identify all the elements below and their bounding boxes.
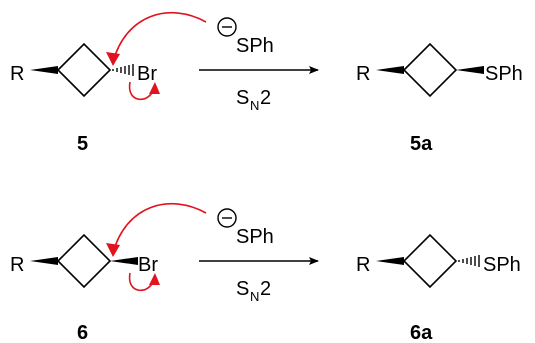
substrate-6: R Br 6 <box>10 233 158 343</box>
cyclobutane-ring <box>56 233 112 289</box>
conditions-bottom: S N 2 <box>236 278 271 304</box>
conditions-suffix: 2 <box>260 278 271 300</box>
attack-arrowhead-icon <box>106 52 120 66</box>
compound-label-6a: 6a <box>410 322 433 343</box>
nucleophile-label: SPh <box>236 226 274 248</box>
wedge-bond <box>30 257 58 265</box>
conditions-main: S <box>236 87 249 109</box>
nucleophile-top: SPh <box>217 17 274 57</box>
substituent-label: SPh <box>485 63 523 85</box>
r-group-label: R <box>10 254 24 276</box>
attack-arrow <box>112 12 207 63</box>
wedge-bond <box>110 257 138 265</box>
conditions-subscript: N <box>250 98 259 113</box>
leaving-group-label: Br <box>138 254 158 276</box>
conditions-suffix: 2 <box>260 87 271 109</box>
substituent-label: SPh <box>483 254 521 276</box>
product-6a: R SPh 6a <box>356 233 521 343</box>
leaving-arrowhead-icon <box>149 273 160 285</box>
leaving-arrowhead-icon <box>149 82 160 94</box>
compound-label-6: 6 <box>77 322 88 343</box>
r-group-label: R <box>10 63 24 85</box>
reaction-bottom: R Br 6 SPh S N 2 R <box>10 203 521 343</box>
hashed-bond <box>112 64 134 76</box>
hashed-bond <box>458 255 480 267</box>
conditions-top: S N 2 <box>236 87 271 113</box>
compound-label-5: 5 <box>77 133 88 155</box>
reaction-top: R Br 5 SPh <box>10 12 523 155</box>
r-group-label: R <box>356 254 370 276</box>
wedge-bond <box>376 257 404 265</box>
leaving-group-label: Br <box>137 63 157 85</box>
wedge-bond <box>376 66 404 74</box>
product-5a: R SPh 5a <box>356 42 523 155</box>
substrate-5: R Br 5 <box>10 42 157 155</box>
wedge-bond <box>30 66 58 74</box>
conditions-main: S <box>236 278 249 300</box>
negative-charge-icon <box>217 17 237 37</box>
compound-label-5a: 5a <box>410 133 433 155</box>
nucleophile-bottom: SPh <box>217 208 274 248</box>
cyclobutane-ring <box>402 42 458 98</box>
negative-charge-icon <box>217 208 237 228</box>
nucleophile-label: SPh <box>236 35 274 57</box>
cyclobutane-ring <box>56 42 112 98</box>
r-group-label: R <box>356 63 370 85</box>
conditions-subscript: N <box>250 289 259 304</box>
wedge-bond <box>456 66 484 74</box>
attack-arrow <box>112 203 207 254</box>
cyclobutane-ring <box>402 233 458 289</box>
attack-arrowhead-icon <box>106 243 120 257</box>
